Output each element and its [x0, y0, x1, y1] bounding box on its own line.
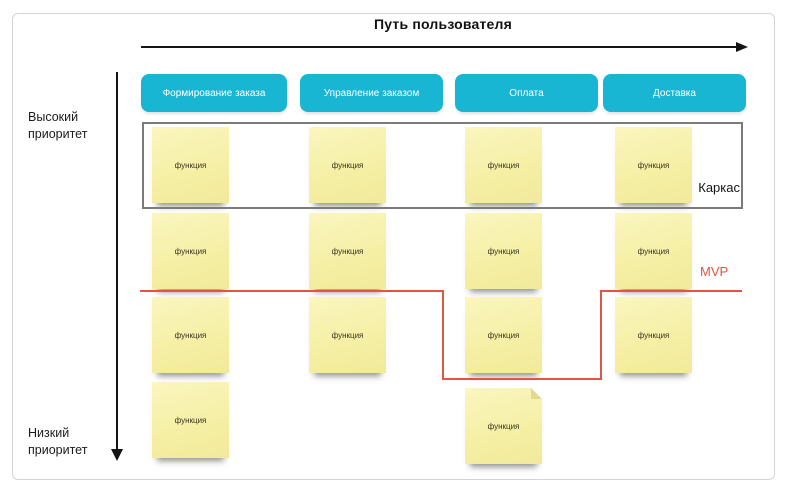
sticky-note-label: функция — [487, 246, 520, 256]
sticky-note-label: функция — [174, 415, 207, 425]
sticky-note: функция — [309, 213, 386, 289]
skeleton-frame-label: Каркас — [698, 180, 740, 195]
sticky-note-label: функция — [487, 330, 520, 340]
user-path-arrow — [141, 46, 738, 48]
sticky-note: функция — [465, 297, 542, 373]
sticky-note-label: функция — [637, 160, 670, 170]
sticky-note: функция — [152, 297, 229, 373]
sticky-note-label: функция — [637, 246, 670, 256]
column-header-2: Управление заказом — [300, 74, 443, 112]
sticky-note: функция — [152, 382, 229, 458]
sticky-note: функция — [465, 127, 542, 203]
down-arrow-icon — [111, 449, 123, 461]
priority-axis — [116, 72, 118, 450]
sticky-note: функция — [615, 213, 692, 289]
sticky-note: функция — [465, 388, 542, 464]
sticky-note-label: функция — [331, 330, 364, 340]
sticky-note-label: функция — [174, 330, 207, 340]
sticky-note-label: функция — [331, 246, 364, 256]
sticky-note-label: функция — [331, 160, 364, 170]
low-priority-label: Низкий приоритет — [28, 426, 88, 457]
sticky-note: функция — [309, 127, 386, 203]
sticky-note-label: функция — [487, 160, 520, 170]
sticky-note: функция — [615, 297, 692, 373]
page-title: Путь пользователя — [373, 16, 512, 32]
sticky-note: функция — [152, 213, 229, 289]
column-header-3: Оплата — [455, 74, 598, 112]
sticky-note: функция — [465, 213, 542, 289]
sticky-note: функция — [615, 127, 692, 203]
high-priority-label: Высокий приоритет — [28, 110, 88, 141]
skeleton-frame — [142, 122, 743, 209]
column-header-1: Формирование заказа — [141, 74, 287, 112]
right-arrow-icon — [736, 42, 748, 52]
sticky-note-label: функция — [487, 421, 520, 431]
sticky-note-label: функция — [637, 330, 670, 340]
sticky-note: функция — [152, 127, 229, 203]
column-header-4: Доставка — [603, 74, 746, 112]
sticky-note-label: функция — [174, 160, 207, 170]
sticky-note-label: функция — [174, 246, 207, 256]
mvp-label: MVP — [700, 264, 729, 279]
sticky-note: функция — [309, 297, 386, 373]
